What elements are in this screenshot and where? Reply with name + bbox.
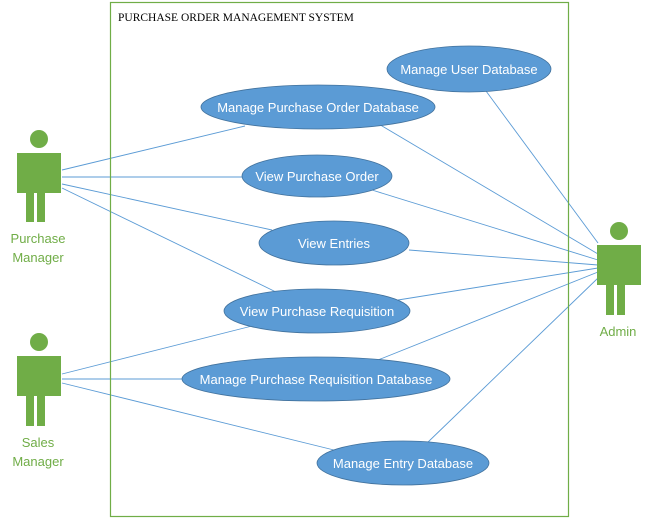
actor-label-line2: Manager (12, 250, 64, 265)
association-purchase-manager-view-entries (61, 183, 273, 231)
person-icon (17, 333, 61, 426)
actor-sales-manager[interactable]: Sales Manager (12, 333, 64, 469)
actor-label-line1: Purchase (11, 231, 66, 246)
actor-label: Admin (600, 324, 637, 339)
use-case-label: View Entries (298, 236, 371, 251)
use-case-label: Manage User Database (400, 62, 537, 77)
use-case-view-entries[interactable]: View Entries (258, 220, 410, 266)
use-case-label: View Purchase Order (255, 169, 379, 184)
use-case-label: Manage Purchase Requisition Database (200, 372, 433, 387)
use-case-manage-user-database[interactable]: Manage User Database (386, 45, 552, 93)
use-case-ellipse (386, 45, 552, 93)
use-case-ellipse (200, 84, 436, 130)
person-icon (597, 222, 641, 315)
use-case-ellipse (241, 154, 393, 198)
association-lines (61, 90, 599, 452)
association-admin-manage-entry-db (425, 277, 599, 445)
use-case-view-purchase-order[interactable]: View Purchase Order (241, 154, 393, 198)
use-case-label: Manage Purchase Order Database (217, 100, 419, 115)
system-boundary (109, 1, 570, 518)
use-case-ellipse (181, 356, 451, 402)
association-admin-manage-po-db (376, 122, 599, 255)
actor-label-line1: Sales (22, 435, 55, 450)
association-sales-manager-view-pr (61, 325, 253, 375)
use-case-ellipse (258, 220, 410, 266)
use-case-ellipse (223, 288, 411, 334)
use-case-ellipse (316, 440, 490, 486)
actor-purchase-manager[interactable]: Purchase Manager (11, 130, 66, 265)
use-case-manage-purchase-requisition-database[interactable]: Manage Purchase Requisition Database (181, 356, 451, 402)
actor-label-line2: Manager (12, 454, 64, 469)
association-admin-manage-user-db (485, 90, 599, 244)
person-icon (17, 130, 61, 222)
actor-admin[interactable]: Admin (597, 222, 641, 339)
system-title: PURCHASE ORDER MANAGEMENT SYSTEM (118, 12, 354, 24)
association-admin-view-pr (397, 267, 599, 301)
association-admin-manage-pr-db (372, 271, 599, 363)
use-case-label: View Purchase Requisition (240, 304, 394, 319)
use-case-view-purchase-requisition[interactable]: View Purchase Requisition (223, 288, 411, 334)
association-sales-manager-manage-entry-db (61, 382, 339, 452)
use-case-label: Manage Entry Database (333, 456, 473, 471)
association-admin-view-entries (408, 249, 599, 266)
use-case-manage-purchase-order-database[interactable]: Manage Purchase Order Database (200, 84, 436, 130)
association-purchase-manager-view-pr (61, 187, 277, 293)
association-purchase-manager-manage-po-db (61, 125, 246, 171)
use-case-manage-entry-database[interactable]: Manage Entry Database (316, 440, 490, 486)
association-admin-view-po (371, 189, 599, 261)
